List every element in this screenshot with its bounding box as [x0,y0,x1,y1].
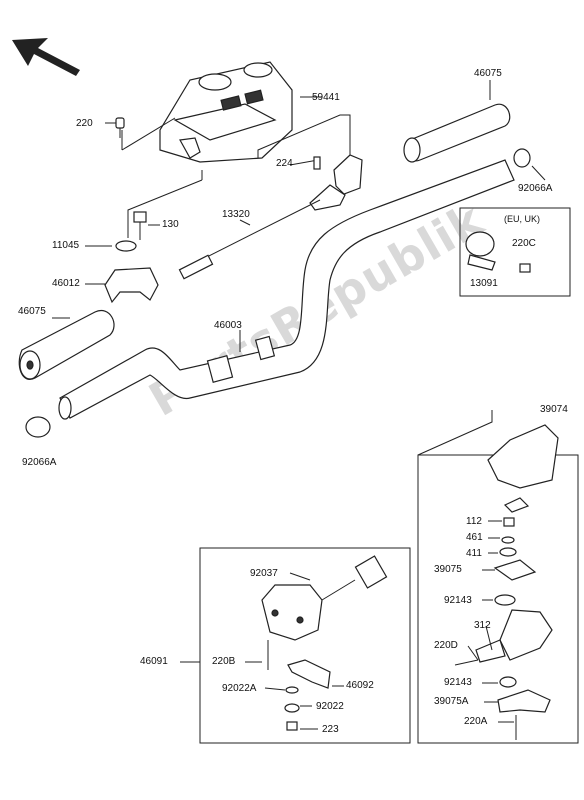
small-bracket [503,497,530,513]
part-label-220: 220 [76,118,93,129]
region-note: (EU, UK) [504,214,540,224]
part-label-411: 411 [466,548,482,559]
part-label-13320: 13320 [222,209,250,220]
lever-39075 [493,559,537,581]
part-label-46003: 46003 [214,320,242,331]
screw-220 [115,117,125,138]
part-label-92066A-top: 92066A [518,183,553,194]
washer-411 [499,547,517,557]
throttle-cable [178,199,321,280]
handlebar-holder-46012 [104,267,159,304]
nut-461 [501,536,515,544]
switch-body-right [475,609,553,663]
switch-holder-13091 [465,231,496,271]
switch-housing-cover [159,61,293,163]
right-grip-46075 [403,103,511,163]
lever-39075A [497,689,551,713]
part-label-13091: 13091 [470,278,498,289]
part-label-223: 223 [322,724,339,735]
left-grip-46075 [18,309,115,381]
part-label-39075: 39075 [434,564,462,575]
part-label-92037: 92037 [250,568,278,579]
part-label-46075-left: 46075 [18,306,46,317]
washer-92022A [285,686,299,694]
part-label-11045: 11045 [52,240,80,251]
part-label-46092: 46092 [346,680,374,691]
part-label-220D: 220D [434,640,458,651]
handlebar-46003 [58,159,515,420]
screw-220D [454,659,479,666]
lever-46092 [287,659,331,689]
switch-cover-39074 [487,424,559,489]
washer-92022 [284,703,300,713]
part-label-92022A: 92022A [222,683,257,694]
part-label-92143-b: 92143 [444,677,472,688]
part-label-92066A-left: 92066A [22,457,57,468]
part-label-39075A: 39075A [434,696,469,707]
nut-223 [286,721,298,731]
washer-11045 [115,240,137,252]
washer-92143-a [494,594,516,606]
switch-body-46091 [261,584,323,641]
bar-end-92066A-left [25,416,51,438]
part-label-59441: 59441 [312,92,340,103]
part-label-312: 312 [474,620,491,631]
screw-112 [503,517,515,527]
throttle-lever [309,154,363,211]
washer-92143-b [499,676,517,688]
part-label-461: 461 [466,532,483,543]
part-label-224: 224 [276,158,293,169]
part-label-220B: 220B [212,656,236,667]
direction-arrow-icon [12,38,80,76]
part-label-92143-a: 92143 [444,595,472,606]
switch-connector [321,555,388,601]
part-label-46075-top: 46075 [474,68,502,79]
bar-end-92066A-right [513,148,531,168]
part-label-46091: 46091 [140,656,168,667]
part-label-220C: 220C [512,238,536,249]
part-label-39074: 39074 [540,404,568,415]
clamp-bolt-130 [133,211,147,240]
part-label-92022: 92022 [316,701,344,712]
part-label-46012: 46012 [52,278,80,289]
screw-220C [519,263,531,273]
part-label-220A: 220A [464,716,488,727]
part-label-130: 130 [162,219,179,230]
part-label-112: 112 [466,516,482,527]
